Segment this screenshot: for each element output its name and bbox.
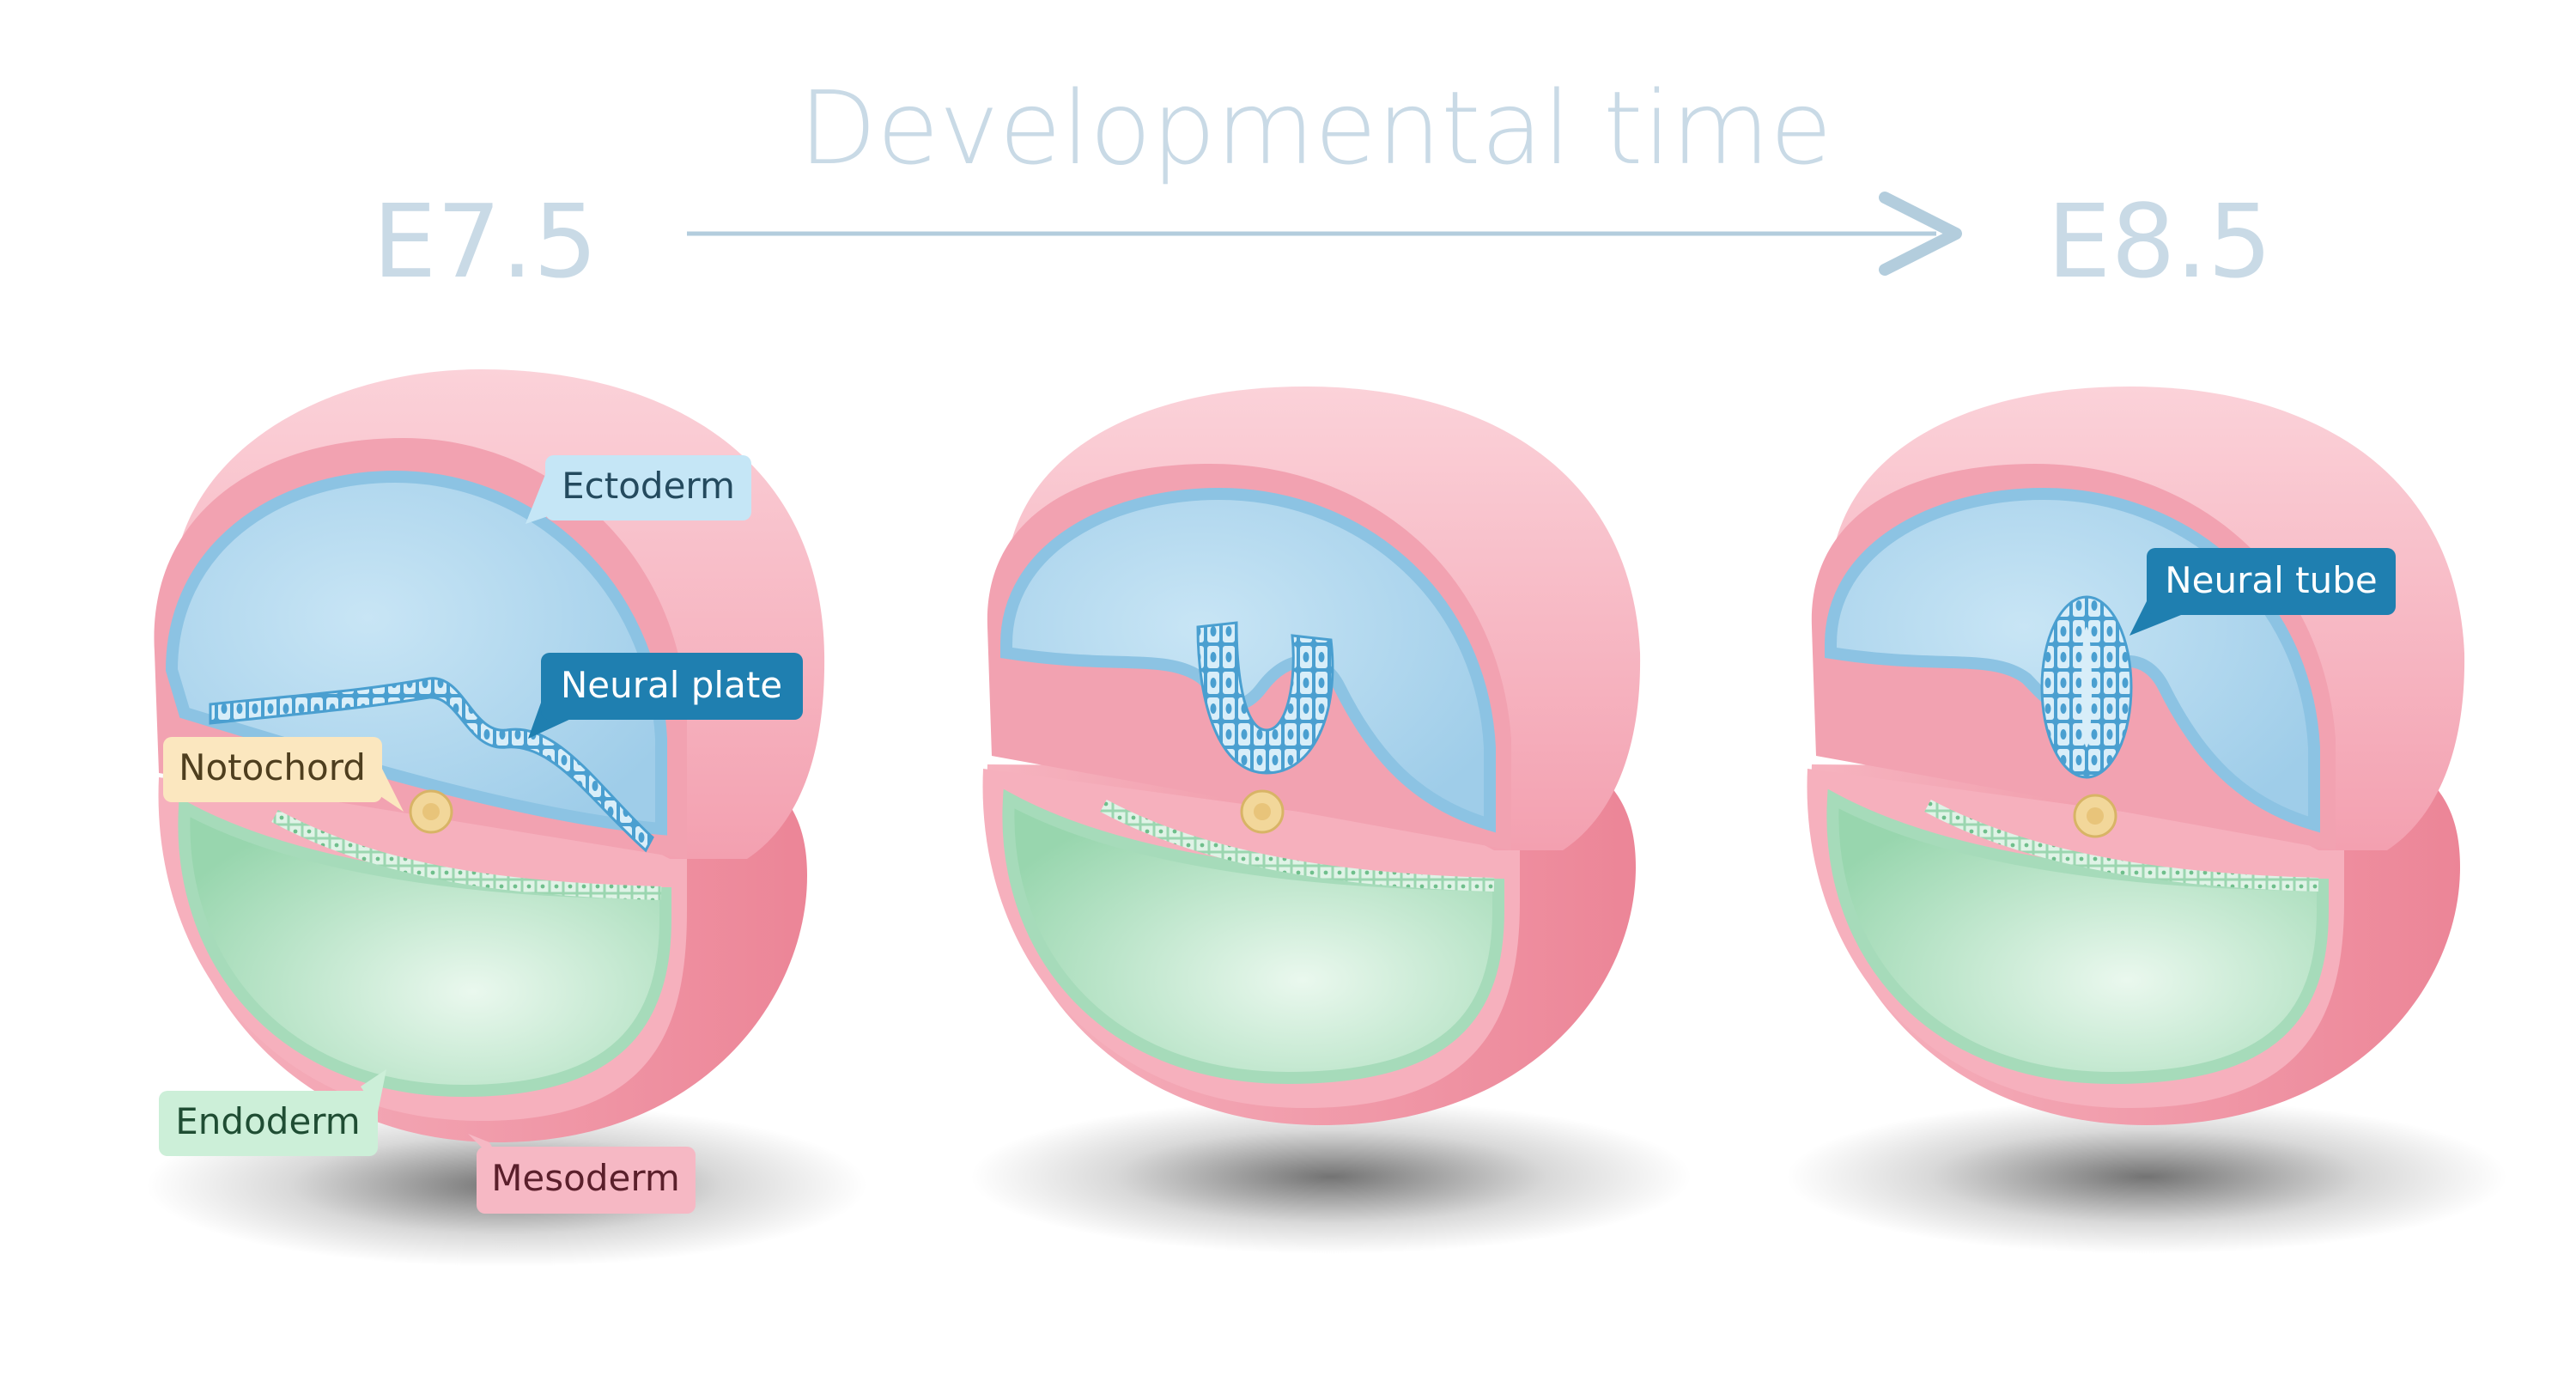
stage-end-label: E8.5 <box>2047 182 2272 301</box>
label-mesoderm: Mesoderm <box>468 1134 696 1214</box>
endoderm-cell-row <box>1100 799 1495 892</box>
endoderm-cell-row <box>271 809 662 900</box>
label-neural-tube: Neural tube <box>2129 548 2396 636</box>
label-ectoderm: Ectoderm <box>526 455 751 524</box>
notochord <box>2073 794 2117 838</box>
label-neural-plate: Neural plate <box>528 653 803 739</box>
label-neural-tube-text: Neural tube <box>2165 559 2378 601</box>
label-endoderm: Endoderm <box>159 1069 386 1156</box>
stage-start-label: E7.5 <box>373 182 598 301</box>
neural-groove <box>1196 621 1334 775</box>
time-arrow <box>687 192 1962 276</box>
endoderm-cavity <box>1002 788 1504 1085</box>
endoderm-cavity <box>1826 788 2329 1085</box>
embryo-shadow <box>970 1099 1692 1254</box>
neural-tube <box>2040 595 2133 779</box>
label-notochord: Notochord <box>163 737 404 812</box>
notochord <box>409 789 453 834</box>
embryo-shadow <box>1786 1099 2507 1254</box>
label-neural-plate-text: Neural plate <box>561 664 782 706</box>
label-mesoderm-text: Mesoderm <box>491 1157 680 1199</box>
label-endoderm-text: Endoderm <box>175 1100 360 1142</box>
endoderm-cell-row <box>1924 799 2319 892</box>
embryo-middle <box>970 387 1692 1254</box>
notochord <box>1240 789 1285 834</box>
embryo-e8-5 <box>1786 387 2507 1254</box>
endoderm-cavity <box>178 797 671 1098</box>
label-notochord-text: Notochord <box>179 746 366 788</box>
neural-plate-strip <box>209 677 654 853</box>
header: Developmental time E7.5 E8.5 <box>373 69 2272 301</box>
label-ectoderm-text: Ectoderm <box>562 465 735 507</box>
developmental-time-title: Developmental time <box>799 69 1832 187</box>
